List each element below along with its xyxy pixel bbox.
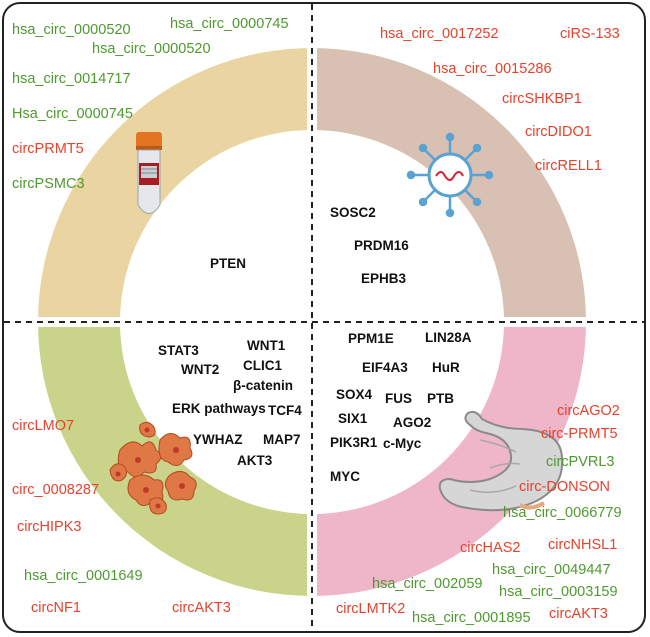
q4-gene-label: HuR [432,360,460,375]
ring-quadrant-top-left [38,48,312,322]
q4-circrna-label: circLMTK2 [336,601,406,617]
q4-gene-label: PTB [427,391,454,406]
q3-gene-label: TCF4 [268,403,302,418]
q1-circrna-label: circPRMT5 [12,141,84,157]
q4-circrna-label: hsa_circ_0066779 [503,505,622,521]
q1-gene-label: PTEN [210,256,247,271]
q3-circrna-label: circAKT3 [172,600,231,616]
q4-circrna-label: circAKT3 [549,606,608,622]
q4-circrna-label: hsa_circ_0049447 [492,562,611,578]
q1-circrna-label: hsa_circ_0000745 [170,16,289,32]
q3-gene-label: YWHAZ [193,432,243,447]
q3-circrna-label: circHIPK3 [17,519,82,535]
q2-circrna-label: circSHKBP1 [502,91,582,107]
q3-gene-label: CLIC1 [243,358,283,373]
stomach-icon [438,410,564,512]
exosome-icon [406,132,494,218]
q4-gene-label: SIX1 [338,411,368,426]
q1-circrna-label: Hsa_circ_0000745 [12,106,133,122]
q1-circrna-label: hsa_circ_0000520 [12,22,131,38]
q3-circrna-label: hsa_circ_0001649 [24,568,143,584]
q4-gene-label: LIN28A [425,330,472,345]
q2-circrna-label: circRELL1 [535,158,602,174]
q2-circrna-label: hsa_circ_0017252 [380,26,499,42]
q2-gene-label: EPHB3 [361,271,407,286]
q3-circrna-label: circNF1 [31,600,81,616]
q4-circrna-label: hsa_circ_0003159 [499,584,618,600]
q2-circrna-label: ciRS-133 [560,26,620,42]
blood-sample-tube-icon [136,132,162,214]
q4-circrna-label: circ-DONSON [519,479,611,495]
q3-gene-label: ERK pathways [172,401,266,416]
q3-gene-label: β-catenin [233,378,293,393]
q3-gene-label: MAP7 [263,432,301,447]
q4-gene-label: SOX4 [336,387,373,402]
q4-circrna-label: circ-PRMT5 [541,426,618,442]
q1-circrna-label: hsa_circ_0000520 [92,41,211,57]
q4-gene-label: FUS [385,391,412,406]
q4-gene-label: AGO2 [393,415,432,430]
q4-gene-label: PIK3R1 [330,435,378,450]
cells-icon [109,421,197,515]
q3-gene-label: STAT3 [158,343,199,358]
q3-circrna-label: circLMO7 [12,418,75,434]
q4-gene-label: EIF4A3 [362,360,408,375]
q1-circrna-label: circPSMC3 [12,176,85,192]
ring-quadrant-bottom-right [312,322,586,596]
q2-gene-label: SOSC2 [330,205,376,220]
q2-circrna-label: hsa_circ_0015286 [433,61,552,77]
q3-gene-label: AKT3 [237,453,273,468]
q4-circrna-label: circNHSL1 [548,537,618,553]
q3-circrna-label: circ_0008287 [12,482,100,498]
q4-gene-label: PPM1E [348,331,394,346]
q4-circrna-label: hsa_circ_002059 [372,576,483,592]
q1-circrna-label: hsa_circ_0014717 [12,71,131,87]
q4-circrna-label: hsa_circ_0001895 [412,610,531,626]
q3-gene-label: WNT1 [247,338,286,353]
q2-gene-label: PRDM16 [354,238,409,253]
q4-circrna-label: circPVRL3 [546,454,615,470]
q4-circrna-label: circAGO2 [557,403,620,419]
q4-circrna-label: circHAS2 [460,540,521,556]
q2-circrna-label: circDIDO1 [525,124,592,140]
q4-gene-label: MYC [330,469,360,484]
q4-gene-label: c-Myc [383,436,422,451]
q3-gene-label: WNT2 [181,362,220,377]
